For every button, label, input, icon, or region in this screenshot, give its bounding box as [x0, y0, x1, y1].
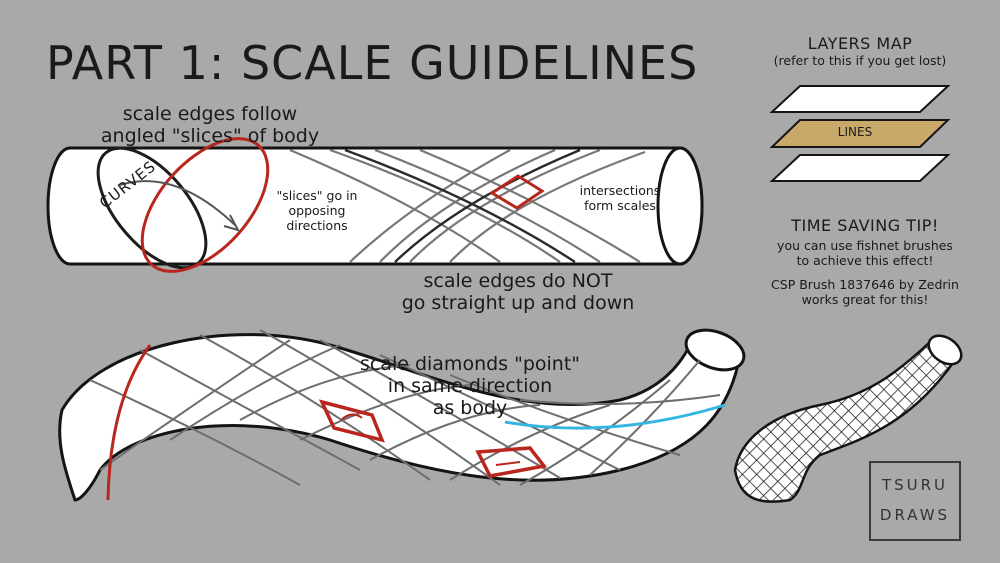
red-diamond-2: [475, 446, 548, 478]
intersections-annotation: intersections form scales: [565, 183, 675, 213]
signature-stamp: [869, 461, 961, 541]
brush-line-2: works great for this!: [801, 292, 929, 307]
slices-opposing-line-3: directions: [286, 218, 348, 233]
blue-slice-line: [504, 403, 726, 430]
slices-opposing-annotation: "slices" go in opposing directions: [262, 188, 372, 233]
layer-top: [769, 85, 951, 113]
cylinder-dark-lines: [344, 148, 581, 264]
diamonds-point-line-2: in same direction: [387, 375, 553, 397]
cylinder-scale-lines: [289, 148, 646, 263]
serpent-body: [58, 333, 742, 502]
not-straight-annotation: scale edges do NOT go straight up and do…: [388, 270, 648, 314]
fishnet-body: [733, 340, 957, 503]
layers-map-subheading: (refer to this if you get lost): [773, 53, 947, 68]
diamond-2-arrow: [495, 461, 521, 466]
diamonds-point-line-1: scale diamonds "point": [359, 353, 581, 375]
brush-line-1: CSP Brush 1837646 by Zedrin: [771, 277, 959, 292]
diamonds-point-line-3: as body: [432, 397, 508, 419]
tip-brush: CSP Brush 1837646 by Zedrin works great …: [745, 277, 985, 307]
layers-map-heading: LAYERS MAP: [807, 34, 913, 53]
layer-lines: [769, 119, 951, 148]
curves-arrow: [119, 180, 236, 226]
layer-bottom: [769, 154, 951, 182]
cylinder-end-cap: [656, 146, 704, 266]
not-straight-line-1: scale edges do NOT: [423, 270, 613, 292]
page-title: PART 1: SCALE GUIDELINES: [46, 36, 699, 90]
tip-line-2: to achieve this effect!: [796, 253, 934, 268]
diamonds-point-annotation: scale diamonds "point" in same direction…: [350, 353, 590, 419]
serpent-scale-lines: [89, 329, 721, 486]
slices-follow-line-1: scale edges follow: [122, 103, 298, 125]
red-slice-ellipse: [140, 137, 270, 273]
tip-body: you can use fishnet brushes to achieve t…: [745, 238, 985, 268]
signature-text: TSURU DRAWS: [879, 476, 951, 524]
tip-heading: TIME SAVING TIP!: [791, 216, 939, 235]
slices-opposing-line-2: opposing: [288, 203, 346, 218]
cylinder-diagram: [46, 137, 704, 273]
red-slice-line: [106, 344, 152, 501]
slices-opposing-line-1: "slices" go in: [276, 188, 358, 203]
fishnet-opening: [927, 334, 963, 366]
fishnet-tube: [733, 334, 963, 503]
red-diamond-1: [318, 399, 385, 443]
slices-follow-annotation: scale edges follow angled "slices" of bo…: [90, 103, 330, 147]
intersections-line-1: intersections: [579, 183, 661, 198]
layer-lines-label: LINES: [837, 125, 873, 139]
serpent-diagram: [58, 328, 746, 502]
intersections-line-2: form scales: [584, 198, 656, 213]
layers-map: [769, 85, 951, 182]
intersection-diamond: [489, 174, 545, 210]
diamond-1-arrow: [340, 413, 363, 421]
serpent-head-opening: [684, 328, 746, 372]
not-straight-line-2: go straight up and down: [401, 292, 635, 314]
slices-follow-line-2: angled "slices" of body: [100, 125, 320, 147]
tip-line-1: you can use fishnet brushes: [777, 238, 953, 253]
curves-arrowhead: [223, 214, 240, 232]
